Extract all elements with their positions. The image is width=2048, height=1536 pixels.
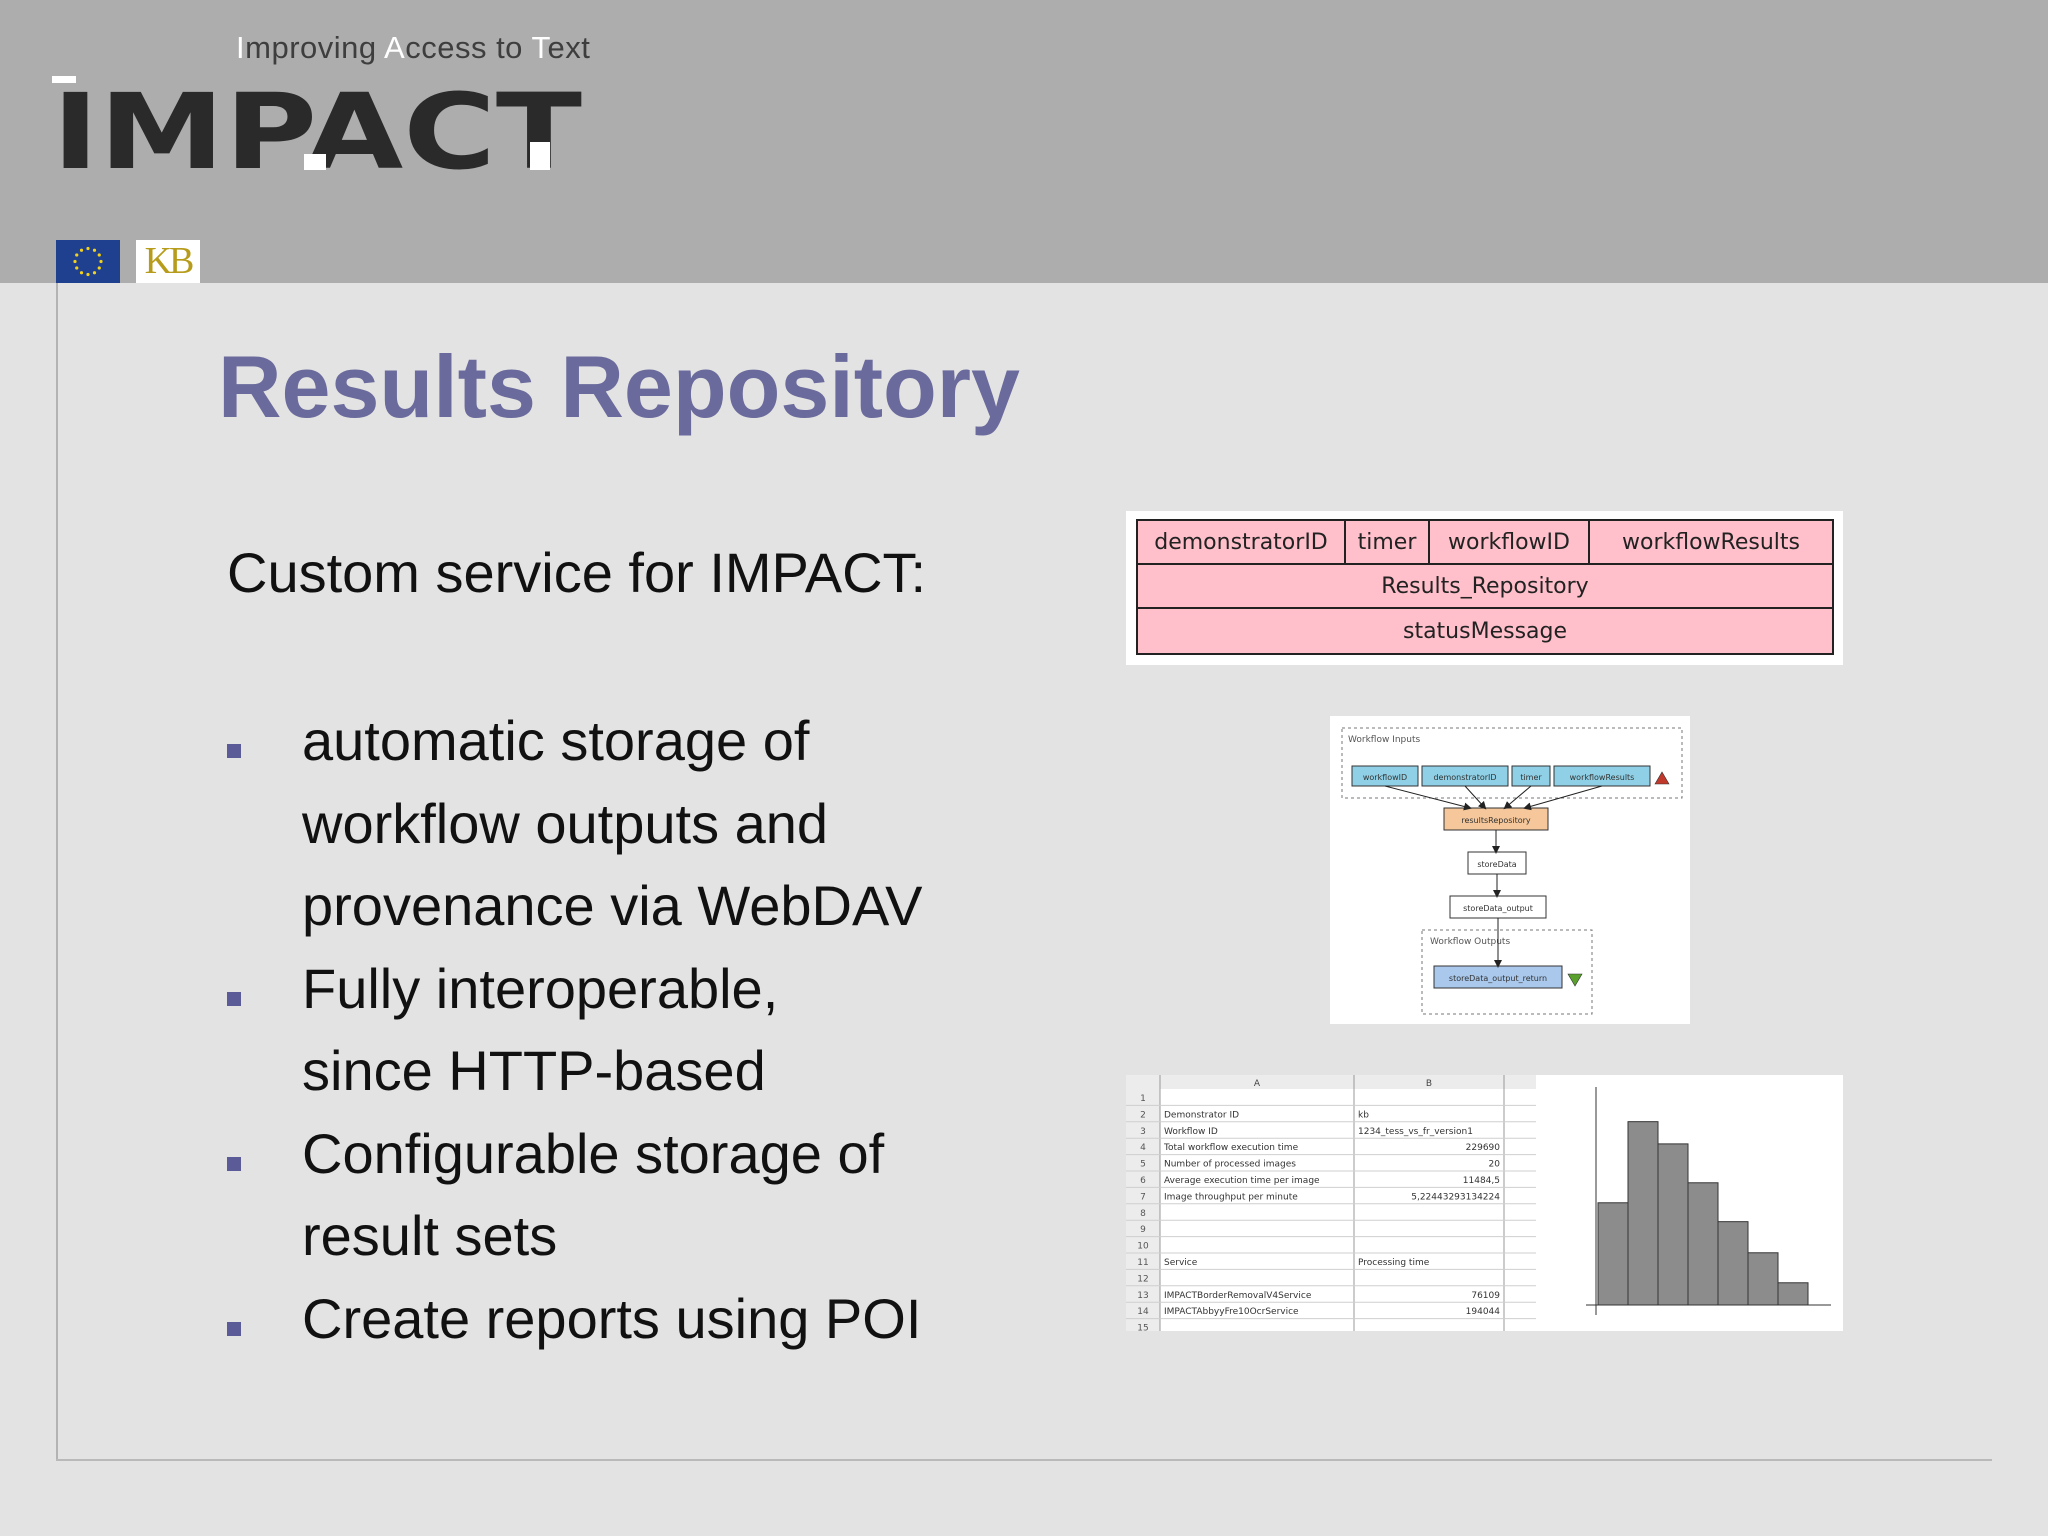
row-number: 11 [1137,1258,1148,1268]
eu-star [97,266,101,270]
svg-text:storeData_output: storeData_output [1463,904,1533,913]
cell-b: 11484,5 [1463,1176,1500,1186]
histogram-bar [1657,1143,1689,1306]
cell-b: 229690 [1466,1143,1501,1153]
row-number: 5 [1140,1160,1146,1170]
column-header: A [1254,1079,1261,1089]
cell-b: 76109 [1471,1291,1500,1301]
row-number: 4 [1140,1143,1146,1153]
slide-title: Results Repository [218,337,1020,436]
bullet-list: automatic storage of workflow outputs an… [227,700,1107,1360]
workflow-diagram: Workflow Inputs workflowID demonstratorI… [1330,716,1690,1024]
row-number: 1 [1140,1094,1146,1104]
row-number: 6 [1140,1176,1146,1186]
eu-star [79,248,84,252]
eu-flag-icon [56,240,120,283]
cell-a: IMPACTBorderRemovalV4Service [1164,1291,1312,1301]
cell-b: 194044 [1466,1307,1501,1317]
row-number: 15 [1137,1324,1148,1331]
svg-text:demonstratorID: demonstratorID [1433,773,1496,782]
workflow-outputs-group [1421,929,1593,1015]
eu-star [86,246,90,251]
repository-service-row: Results_Repository [1138,565,1832,609]
impact-logo: IMPACT [52,71,592,193]
eu-star [92,248,97,252]
svg-text:workflowID: workflowID [1363,773,1407,782]
row-number: 9 [1140,1225,1146,1235]
row-number: 10 [1137,1242,1149,1252]
cell-a: Image throughput per minute [1164,1192,1298,1202]
histogram-bar [1717,1221,1749,1306]
cell-b: Processing time [1358,1258,1430,1268]
cell-a: Workflow ID [1164,1127,1218,1137]
tagline: Improving Access to Text [236,30,591,65]
repository-inputs-row: demonstratorID timer workflowID workflow… [1138,521,1832,565]
cell-a: Total workflow execution time [1163,1143,1299,1153]
row-number: 3 [1140,1127,1146,1137]
row-number: 2 [1140,1110,1146,1120]
svg-text:storeData_output_return: storeData_output_return [1449,974,1547,983]
cell-b: 20 [1489,1160,1501,1170]
output-triangle-icon [1567,973,1583,987]
eu-star [75,253,79,257]
row-number: 14 [1137,1307,1149,1317]
eu-star [92,271,97,275]
histogram-bar [1747,1252,1779,1306]
svg-text:workflowResults: workflowResults [1570,773,1635,782]
eu-star [99,259,103,264]
slide-frame-left [56,283,58,1460]
svg-text:resultsRepository: resultsRepository [1461,816,1531,825]
bullet-item: Configurable storage of result sets [227,1113,1107,1278]
bullet-item: Fully interoperable, since HTTP-based [227,948,1107,1113]
cell-a: IMPACTAbbyyFre10OcrService [1164,1307,1299,1317]
workflow-outputs-label: Workflow Outputs [1430,937,1510,947]
eu-star [73,259,77,264]
input-port: timer [1346,521,1430,563]
service-name: Results_Repository [1381,573,1589,599]
input-port: workflowID [1430,521,1590,563]
histogram-bar [1687,1182,1719,1306]
slide-header-band [0,0,2048,283]
histogram-bar [1777,1282,1809,1306]
impact-logo-text: IMPACT [52,76,582,176]
cell-a: Number of processed images [1164,1160,1296,1170]
row-number: 7 [1140,1192,1146,1202]
cell-a: Average execution time per image [1164,1176,1320,1186]
histogram-bar [1597,1202,1629,1306]
bullet-item: Create reports using POI [227,1278,1107,1361]
slide-frame-bottom [56,1459,1992,1461]
input-triangle-icon [1654,771,1670,785]
eu-star [97,253,101,257]
results-repository-diagram: demonstratorID timer workflowID workflow… [1126,511,1843,665]
eu-star [79,271,84,275]
row-number: 8 [1140,1209,1146,1219]
cell-b: kb [1358,1110,1369,1120]
column-header: B [1426,1079,1432,1089]
repository-output-row: statusMessage [1138,609,1832,653]
intro-text: Custom service for IMPACT: [227,541,927,604]
cell-a: Demonstrator ID [1164,1110,1239,1120]
svg-text:storeData: storeData [1477,860,1516,869]
workflow-inputs-group [1341,727,1683,799]
input-port: demonstratorID [1138,521,1346,563]
cell-b: 1234_tess_vs_fr_version1 [1358,1127,1473,1137]
histogram-bar [1627,1121,1659,1306]
row-number: 13 [1137,1291,1148,1301]
workflow-inputs-label: Workflow Inputs [1348,735,1420,745]
cell-b: 5,22443293134224 [1411,1192,1500,1202]
cell-a: Service [1164,1258,1198,1268]
bullet-item: automatic storage of workflow outputs an… [227,700,1107,948]
output-port: statusMessage [1402,618,1568,644]
eu-star [86,272,90,277]
eu-star [75,266,79,270]
row-number: 12 [1137,1274,1148,1284]
svg-text:timer: timer [1520,773,1542,782]
input-port: workflowResults [1622,529,1800,555]
repository-table: demonstratorID timer workflowID workflow… [1136,519,1834,655]
kb-logo: KB [136,240,200,283]
